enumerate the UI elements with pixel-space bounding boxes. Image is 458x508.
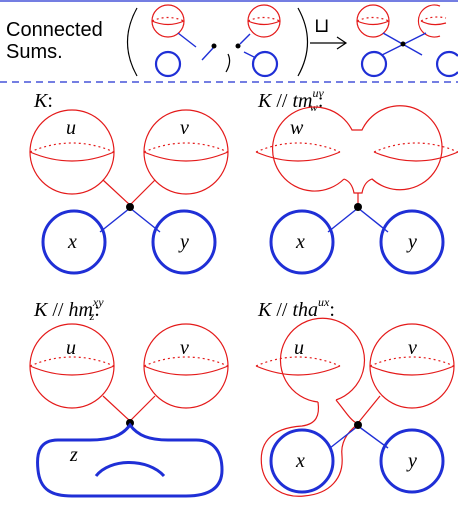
header-result-tangle <box>356 4 458 78</box>
label-w: w <box>290 117 304 139</box>
label-u: u <box>294 337 304 359</box>
label-u: u <box>66 337 76 359</box>
label-v: v <box>180 117 189 139</box>
panel-k: K: u v x y <box>29 90 229 275</box>
arrow-head <box>336 36 348 50</box>
circle-y <box>379 428 445 494</box>
label-z: z <box>69 444 78 466</box>
header-tangle-1 <box>151 4 217 78</box>
crossing-dot <box>354 203 362 211</box>
label-v: v <box>180 337 189 359</box>
header-operator: ⊔ <box>314 15 330 37</box>
header-tangle-2 <box>235 4 281 78</box>
label-x: x <box>67 231 77 253</box>
header-title-line2: Sums. <box>6 41 63 63</box>
label-u: u <box>66 117 76 139</box>
label-y: y <box>178 231 189 253</box>
tha-red-wrap <box>260 401 359 497</box>
left-parenthesis <box>127 7 138 77</box>
label-x: x <box>295 450 305 472</box>
circle-x <box>41 209 107 275</box>
merged-circle-inner <box>94 461 166 478</box>
label-y: y <box>406 450 417 472</box>
circle-y <box>379 209 445 275</box>
panel-tha: K // thaux: u v x y <box>255 295 455 497</box>
panel-tha-title: K // thaux: <box>257 295 335 321</box>
circle-y <box>151 209 217 275</box>
merged-circle-z <box>36 422 224 498</box>
header: Connected Sums. ⊔ <box>6 4 458 78</box>
circle-x <box>269 428 335 494</box>
right-parenthesis <box>297 7 308 77</box>
label-v: v <box>408 337 417 359</box>
sphere-u <box>279 317 366 403</box>
label-x: x <box>295 231 305 253</box>
crossing-dot <box>354 421 362 429</box>
label-y: y <box>406 231 417 253</box>
panel-k-title: K: <box>33 90 53 112</box>
circle-x <box>269 209 335 275</box>
merged-sphere-w <box>271 105 443 194</box>
header-comma <box>225 53 231 73</box>
header-title-line1: Connected <box>6 19 103 41</box>
crossing-dot <box>126 203 134 211</box>
